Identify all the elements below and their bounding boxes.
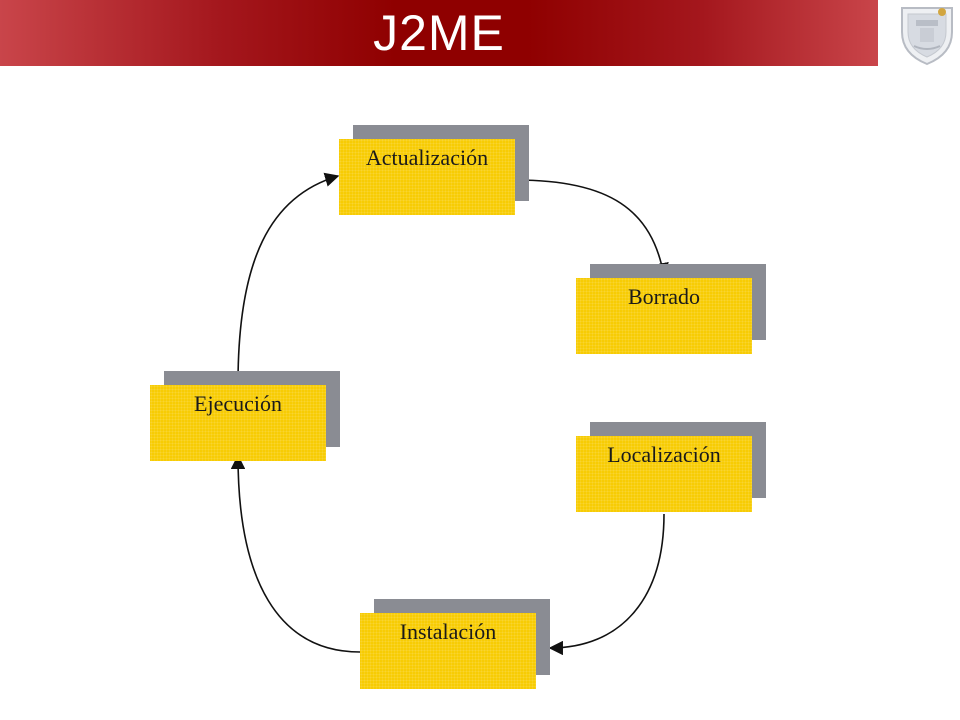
arrow-actualizacion-to-borrado — [515, 179, 669, 278]
slide-title: J2ME — [373, 5, 505, 61]
node-label: Borrado — [627, 284, 701, 309]
node-label: Ejecución — [194, 391, 282, 416]
arrow-instalacion-to-ejecucion — [230, 454, 361, 653]
university-crest-icon — [901, 7, 953, 66]
node-borrado: Borrado — [576, 264, 766, 354]
node-box — [339, 139, 515, 215]
node-box — [576, 436, 752, 512]
arrow-ejecucion-to-actualizacion — [237, 172, 340, 385]
arrow-localizacion-to-instalacion — [548, 513, 665, 656]
node-label: Localización — [607, 442, 721, 467]
node-box — [360, 613, 536, 689]
node-instalacion: Instalación — [360, 599, 550, 689]
node-actualizacion: Actualización — [339, 125, 529, 215]
node-box — [576, 278, 752, 354]
node-label: Instalación — [399, 619, 497, 644]
node-ejecucion: Ejecución — [150, 371, 340, 461]
node-localizacion: Localización — [576, 422, 766, 512]
node-label: Actualización — [365, 145, 489, 170]
node-box — [150, 385, 326, 461]
title-bar — [0, 0, 878, 66]
